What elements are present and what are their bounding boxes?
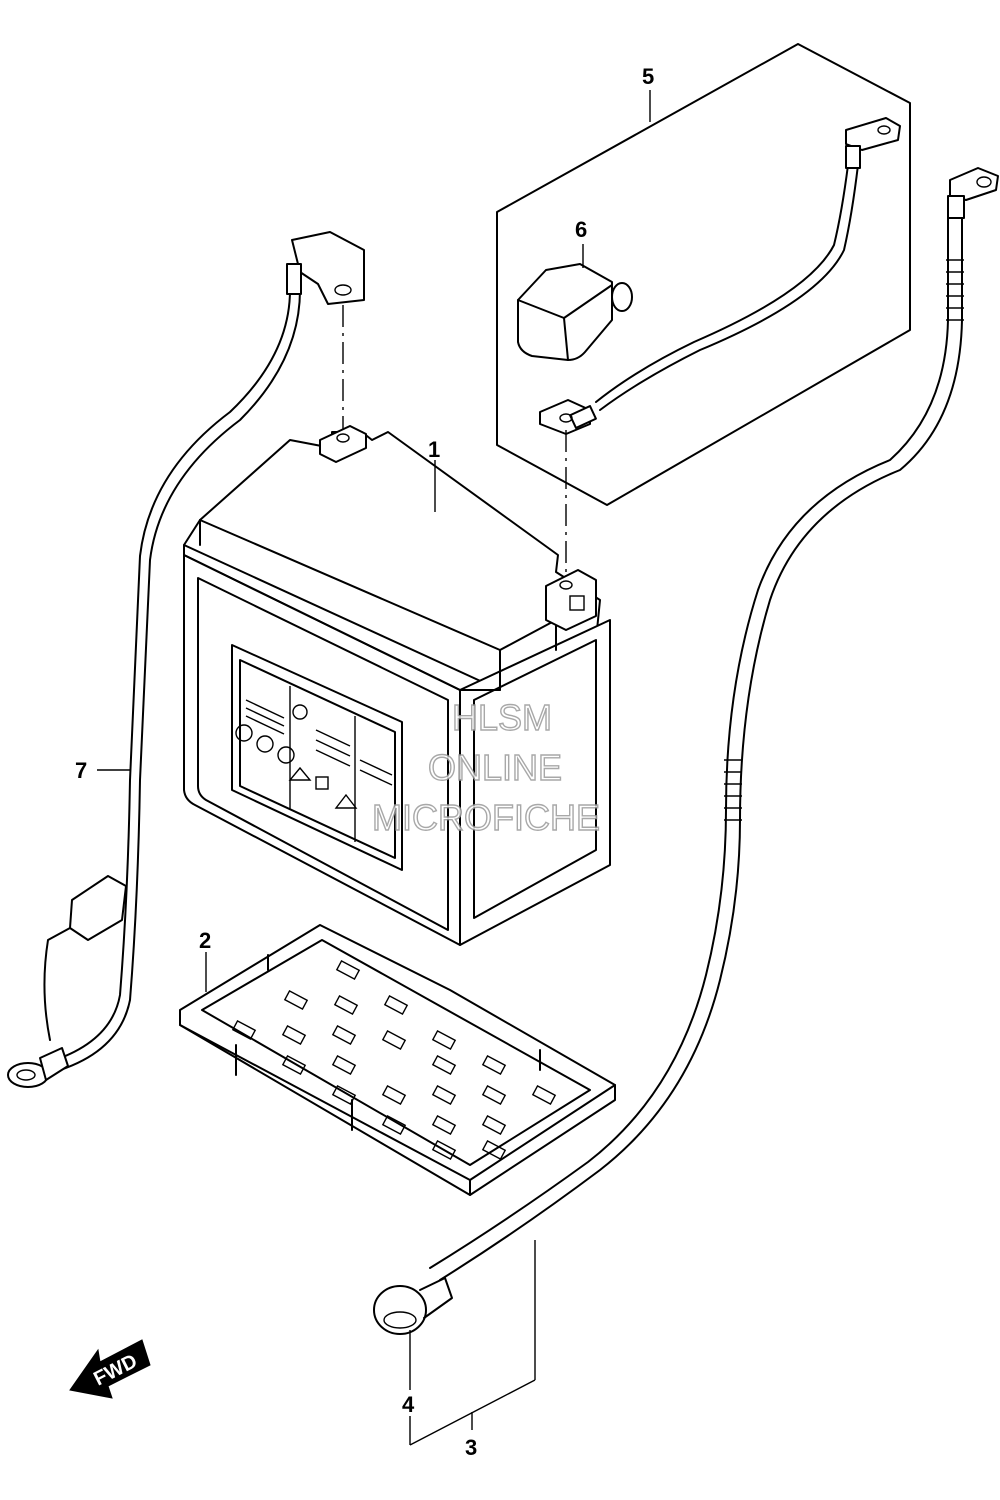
callout-5[interactable]: 5 — [642, 64, 654, 89]
negative-cable-part[interactable] — [373, 167, 999, 1335]
callout-bracket-3-4 — [409, 1240, 536, 1446]
alignment-lines — [342, 305, 567, 580]
lead-wire-part[interactable] — [7, 231, 365, 1088]
positive-cable-inner[interactable] — [539, 117, 901, 435]
battery-part[interactable] — [183, 425, 611, 946]
callout-3[interactable]: 3 — [465, 1435, 477, 1460]
watermark-line-2: ONLINE — [428, 747, 562, 788]
cable-set-group[interactable] — [496, 43, 911, 506]
callout-1[interactable]: 1 — [428, 437, 440, 462]
battery-tray-part[interactable] — [179, 924, 616, 1196]
terminal-cover-part[interactable] — [517, 244, 633, 361]
watermark-line-3: MICROFICHE — [372, 797, 600, 838]
tray-slots — [231, 959, 557, 1161]
callout-2[interactable]: 2 — [199, 928, 211, 953]
watermark: HLSM ONLINE MICROFICHE — [371, 696, 600, 838]
watermark-line-1: HLSM — [452, 697, 552, 738]
callout-6[interactable]: 6 — [575, 217, 587, 242]
callout-4[interactable]: 4 — [402, 1392, 415, 1417]
forward-direction-arrow: FWD — [69, 1339, 151, 1399]
callout-7[interactable]: 7 — [75, 758, 87, 783]
